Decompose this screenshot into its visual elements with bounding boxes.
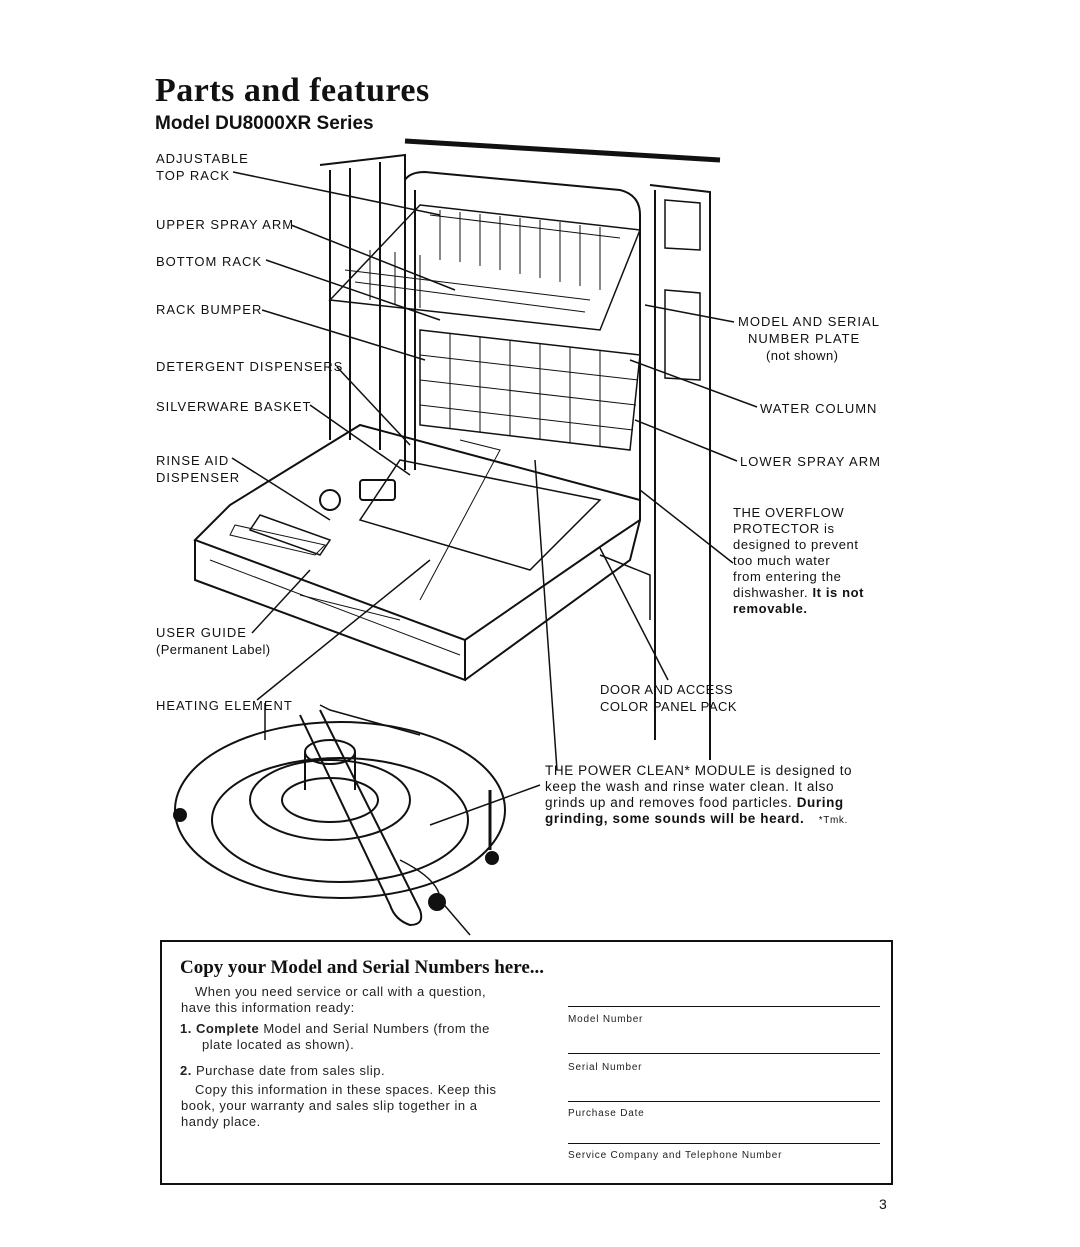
- label-silverware-basket: SILVERWARE BASKET: [156, 399, 312, 414]
- label-door-color-panel: DOOR AND ACCESS COLOR PANEL PACK: [600, 682, 738, 714]
- label-rinse-aid-dispenser: RINSE AID DISPENSER: [156, 453, 241, 485]
- purchase-date-label: Purchase Date: [568, 1108, 645, 1119]
- label-adjustable-top-rack: ADJUSTABLE TOP RACK: [156, 151, 249, 183]
- service-company-field[interactable]: [568, 1143, 880, 1144]
- record-box-intro: When you need service or call with a que…: [181, 984, 487, 1015]
- label-rack-bumper: RACK BUMPER: [156, 302, 263, 317]
- service-company-label: Service Company and Telephone Number: [568, 1150, 783, 1161]
- serial-number-field[interactable]: [568, 1053, 880, 1054]
- label-lower-spray-arm: LOWER SPRAY ARM: [740, 454, 881, 469]
- model-number-field[interactable]: [568, 1006, 880, 1007]
- label-detergent-dispensers: DETERGENT DISPENSERS: [156, 359, 344, 374]
- serial-number-label: Serial Number: [568, 1062, 643, 1073]
- label-heating-element: HEATING ELEMENT: [156, 698, 293, 713]
- label-bottom-rack: BOTTOM RACK: [156, 254, 263, 269]
- record-item-2: 2. Purchase date from sales slip.: [180, 1063, 386, 1078]
- record-numbers-box: [160, 940, 893, 1185]
- label-user-guide: USER GUIDE (Permanent Label): [156, 625, 271, 657]
- page-title: Parts and features: [155, 72, 430, 109]
- purchase-date-field[interactable]: [568, 1101, 880, 1102]
- power-clean-description: THE POWER CLEAN* MODULE is designed to k…: [545, 763, 853, 826]
- record-box-closing: Copy this information in these spaces. K…: [181, 1082, 497, 1129]
- model-number-label: Model Number: [568, 1014, 644, 1025]
- page-number: 3: [879, 1196, 887, 1212]
- record-box-title: Copy your Model and Serial Numbers here.…: [180, 957, 544, 978]
- label-model-serial-plate: MODEL AND SERIAL NUMBER PLATE (not shown…: [738, 314, 880, 363]
- label-water-column: WATER COLUMN: [760, 401, 878, 416]
- record-item-1: 1. Complete Model and Serial Numbers (fr…: [180, 1021, 490, 1052]
- page-subtitle: Model DU8000XR Series: [155, 113, 374, 134]
- overflow-protector-description: THE OVERFLOW PROTECTOR is designed to pr…: [733, 505, 865, 616]
- label-upper-spray-arm: UPPER SPRAY ARM: [156, 217, 295, 232]
